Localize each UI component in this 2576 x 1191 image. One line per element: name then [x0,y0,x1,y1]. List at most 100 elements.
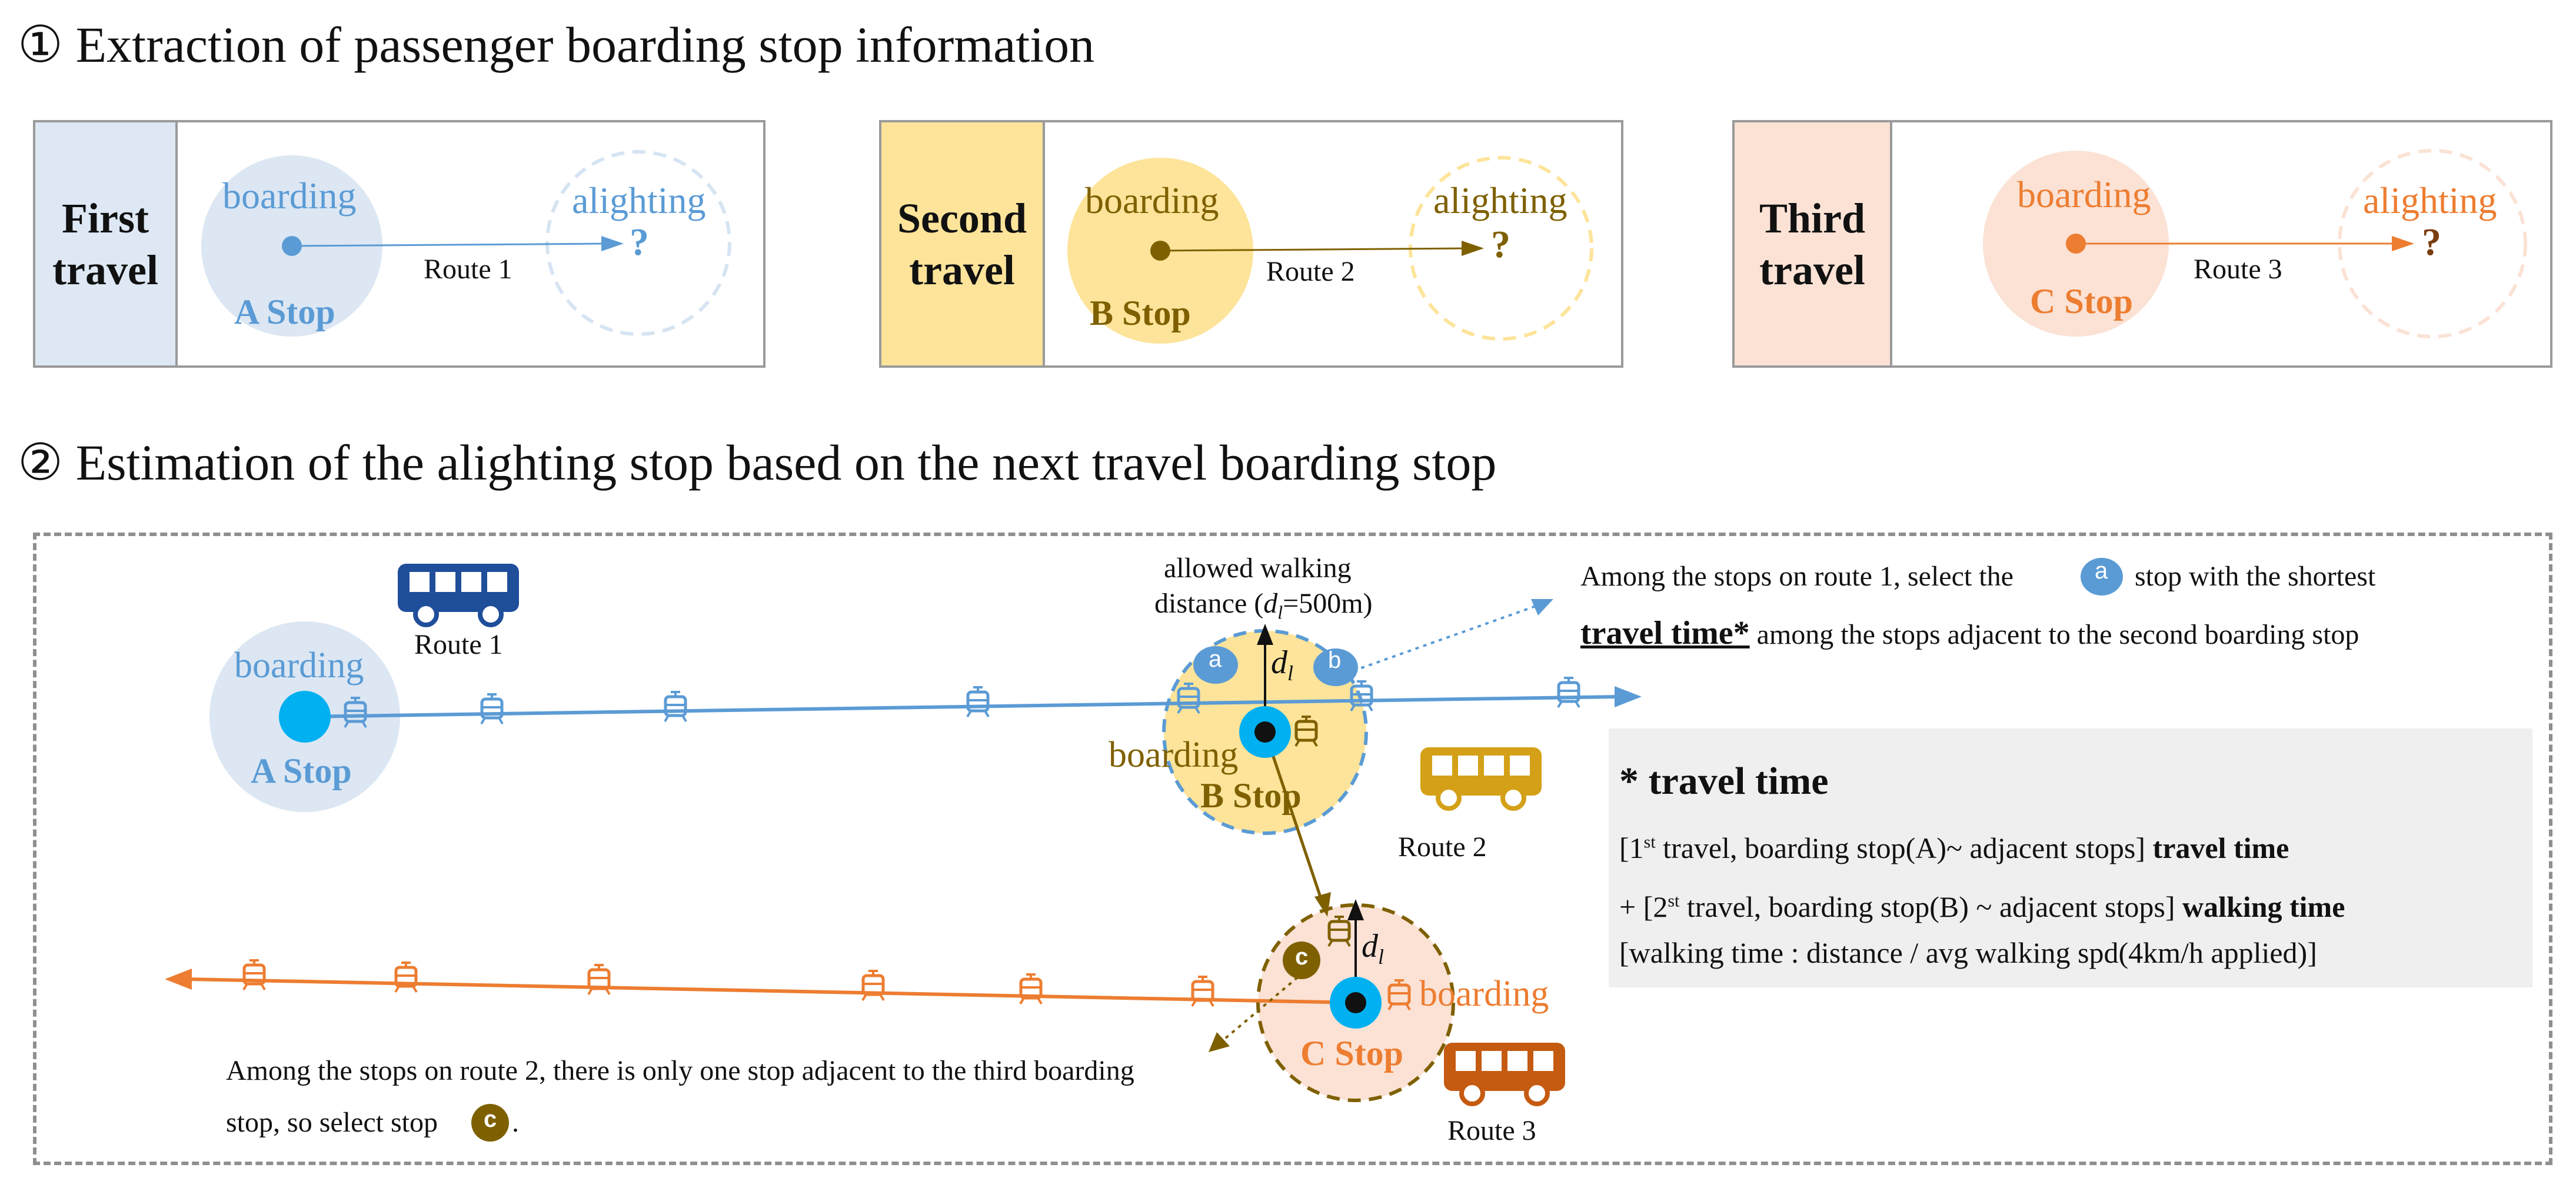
estimation-frame [33,533,2552,1165]
route2-link [1263,731,1323,901]
walking-var: d [1263,588,1278,619]
bottom-note-line2-before: stop, so select stop [226,1107,438,1138]
dl-arrowhead-c [1347,899,1364,920]
dl-label-b: dl [1271,644,1293,686]
boarding-label: boarding [222,175,357,217]
marker-a-label: a [1209,646,1222,672]
route-arrowhead [2392,236,2414,251]
a-stop-dot [279,691,331,743]
dl-sub-c: l [1378,945,1384,969]
walking-label-line2: distance (dl=500m) [1154,587,1373,624]
bus-icon-route2 [1420,747,1542,811]
panel-label-first-travel: First travel [35,122,178,365]
stop-label: C Stop [2030,282,2134,321]
step1-heading: ① Extraction of passenger boarding stop … [18,16,1095,73]
boarding-dot [282,236,302,256]
note-marker-c-label: c [484,1106,497,1132]
stop-label: A Stop [234,292,335,331]
route-arrow-line [1160,247,1470,252]
dl-var-b: d [1271,644,1287,681]
marker-b [1313,648,1358,686]
note-pointer-bottom-arrowhead [1209,1032,1230,1052]
walking-label-prefix: distance ( [1154,588,1264,619]
marker-b-label: b [1328,647,1342,673]
step2-heading: ② Estimation of the alighting stop based… [18,434,1497,491]
boarding-label: boarding [1085,179,1219,221]
question-mark: ? [630,221,649,264]
route3-stop-icon [588,965,610,994]
route1-stop-icon [967,687,989,717]
dl-var-c: d [1362,928,1378,964]
dl-label-c: dl [1362,927,1384,969]
bottom-note-line2-after: . [512,1107,519,1138]
route1-stop-icon [1558,678,1579,707]
route1-stop-icon [481,694,502,724]
route3-stop-icon [1020,974,1041,1004]
question-mark: ? [2422,221,2441,264]
panel2-diagram [1067,156,1593,344]
route3-stop-icon [863,971,884,1000]
panel-first-travel: First travel boarding alighting ? Route … [33,120,766,368]
info-line2: + [2st travel, boarding stop(B) ~ adjace… [1619,890,2345,924]
c-stop-dot-inner [1345,992,1366,1013]
top-note-line2: travel time* among the stops adjacent to… [1580,614,2359,652]
walking-label-line1: allowed walking [1164,553,1352,584]
marker-a [1193,646,1238,684]
info-line1-sup: st [1643,832,1656,852]
route3-line [188,977,1356,1004]
a-stop-boarding-label: boarding [234,646,364,686]
route3-label: Route 3 [1447,1115,1536,1146]
a-stop-label: A Stop [251,751,352,790]
route-arrowhead [1462,241,1484,256]
travel-time-info-box [1609,728,2532,987]
route1-line [304,695,1619,718]
alighting-label: alighting [2363,179,2497,221]
note-marker-a [2081,558,2123,596]
info-line1-a: [1 [1619,831,1644,864]
bus-icon-route3 [1444,1043,1565,1106]
note-pointer-bottom [1220,971,1305,1043]
top-note-line1-before: Among the stops on route 1, select the [1580,561,2013,592]
info-line2-bold: walking time [2182,890,2345,923]
route2-label: Route 2 [1398,831,1487,863]
marker-c [1283,942,1320,979]
route1-arrowhead [1615,686,1642,707]
route3-arrowhead [165,969,192,990]
dl-arrowhead-b [1257,624,1273,645]
alighting-label: alighting [572,179,706,221]
info-line2-b: travel, boarding stop(B) ~ adjacent stop… [1679,890,2182,923]
stop-label: B Stop [1090,294,1191,332]
walking-value: =500m) [1283,588,1373,619]
c-stop-label: C Stop [1300,1034,1404,1073]
note-pointer-top [1353,605,1536,672]
panel1-diagram [201,150,731,337]
top-note-line1-after: stop with the shortest [2135,561,2376,592]
info-line2-sup: st [1668,891,1680,911]
marker-c-label: c [1295,944,1309,970]
top-note-travel-time: travel time* [1580,615,1750,651]
alighting-circle [545,150,731,336]
boarding-dot [2066,234,2086,254]
boarding-dot [1150,241,1170,261]
info-line1-bold: travel time [2152,831,2289,864]
route1-stop-icon [665,692,686,721]
b-stop-dot-inner [1254,721,1276,743]
walking-sub: l [1277,601,1283,623]
bus-icon-route1 [398,564,519,627]
info-line2-a: + [2 [1619,890,1668,923]
route-label: Route 2 [1266,256,1355,287]
dl-sub-b: l [1287,661,1294,686]
route3-stop-icon [395,963,417,992]
panel-second-travel: Second travel boarding alighting ? Route… [879,120,1623,368]
route1-label: Route 1 [414,629,503,660]
panel-label-second-travel: Second travel [881,122,1045,365]
route-label: Route 3 [2194,254,2282,285]
route-arrowhead [601,236,624,251]
alighting-circle [2338,149,2527,338]
info-line3: [walking time : distance / avg walking s… [1619,936,2317,969]
c-stop-boarding-label: boarding [1419,974,1549,1014]
boarding-label: boarding [2017,174,2151,215]
route2-link-arrowhead [1314,892,1331,917]
bottom-note-line1: Among the stops on route 2, there is onl… [226,1055,1134,1086]
